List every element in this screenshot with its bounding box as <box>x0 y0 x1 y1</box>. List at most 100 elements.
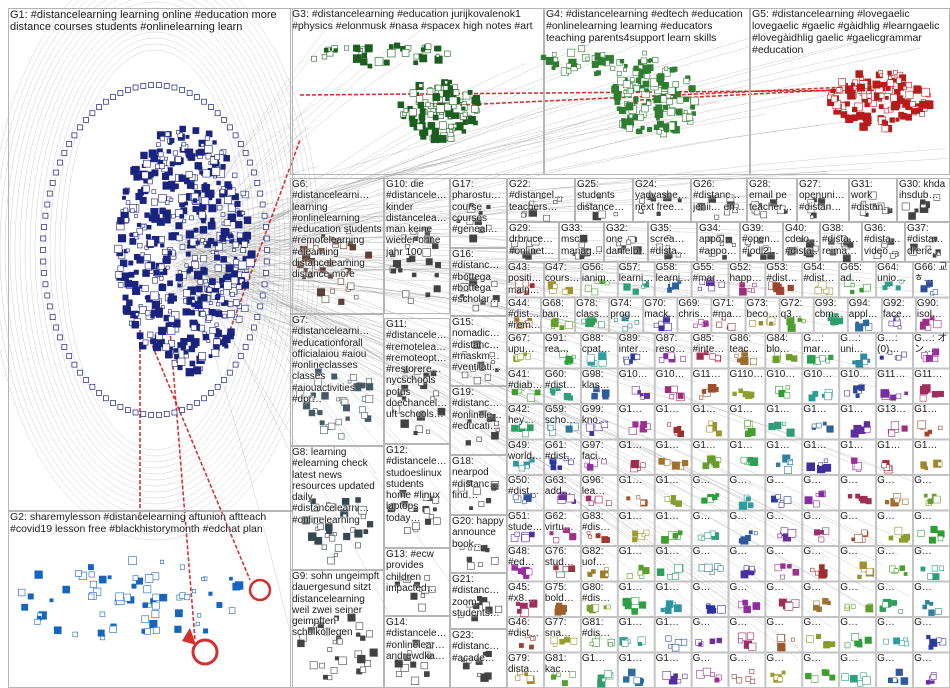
g1-node <box>160 244 164 248</box>
group-g10-node <box>408 298 413 303</box>
edge <box>203 242 911 597</box>
group-g12-node <box>429 514 433 518</box>
g2-node <box>153 627 159 633</box>
group-box-small <box>544 511 580 546</box>
group-g39-node <box>748 253 752 257</box>
group-g24-node <box>638 209 642 213</box>
group-g8-node <box>358 506 366 514</box>
small-group-node <box>938 391 943 396</box>
g1-ring-node <box>202 396 207 401</box>
small-group-node <box>735 354 738 357</box>
g3b-node <box>360 58 367 65</box>
group-box-small <box>655 405 691 440</box>
small-group-node <box>903 499 908 504</box>
g1-ring-node <box>187 91 192 96</box>
small-group-node <box>744 566 749 571</box>
group-g30-node <box>909 212 916 219</box>
g1-node <box>159 264 164 269</box>
group-g9-node <box>339 657 347 665</box>
small-group-node <box>705 532 711 538</box>
small-group-node <box>562 680 567 685</box>
g2-node <box>229 577 232 580</box>
g2-node <box>197 614 201 618</box>
group-g8-node <box>325 523 332 530</box>
g1-ring-node <box>41 236 46 241</box>
small-group-node <box>529 645 533 649</box>
g1-ring-node <box>67 141 72 146</box>
g5-node <box>885 96 888 99</box>
small-group-node <box>517 289 521 293</box>
small-group-node <box>628 669 635 676</box>
g3-node <box>435 85 441 91</box>
group-g14-node <box>404 654 411 661</box>
small-group-node <box>632 608 638 614</box>
g2-node <box>160 594 167 601</box>
small-group-node <box>716 431 721 436</box>
small-group-node <box>769 423 776 430</box>
group-g17-node <box>479 227 484 232</box>
group-g9-node <box>366 631 372 637</box>
group-g8-node <box>335 545 342 552</box>
small-group-node <box>854 425 861 432</box>
small-group-node <box>624 284 631 291</box>
group-g15-node <box>474 377 481 384</box>
small-group-node <box>709 421 713 425</box>
small-group-node <box>663 672 671 680</box>
g1-node <box>152 278 157 283</box>
small-group-node <box>674 674 678 678</box>
small-group-node <box>699 396 702 399</box>
group-g20-node <box>491 557 498 564</box>
group-g8-node <box>325 534 329 538</box>
group-g6-node <box>327 260 333 266</box>
g4-node <box>634 86 640 92</box>
small-group-node <box>589 501 594 506</box>
group-g7-node <box>359 407 365 413</box>
small-group-node <box>622 640 628 646</box>
g3-node <box>426 102 430 106</box>
g3-node <box>410 121 414 125</box>
small-group-node <box>932 391 938 397</box>
group-g28-node <box>752 202 759 209</box>
g1-node <box>118 234 126 242</box>
small-group-node <box>569 533 575 539</box>
small-group-node <box>566 426 572 432</box>
small-group-node <box>894 569 898 573</box>
g3b-node <box>311 56 316 61</box>
small-group-node <box>594 386 598 390</box>
group-box-small <box>544 369 580 404</box>
small-group-node <box>921 567 925 571</box>
small-group-node <box>722 317 725 320</box>
small-group-node <box>567 494 575 502</box>
g1-node <box>153 312 157 316</box>
g3-node <box>468 90 472 94</box>
g1-node <box>148 172 154 178</box>
g1-ring-node <box>149 83 154 88</box>
g5-node <box>857 84 864 91</box>
small-group-node <box>516 280 523 287</box>
small-group-node <box>659 326 664 331</box>
g2-node <box>116 593 124 601</box>
group-g40-node <box>806 250 813 257</box>
small-group-node <box>672 573 678 579</box>
g1-node <box>171 296 177 302</box>
g1-node <box>193 199 197 203</box>
g1-node <box>221 212 225 216</box>
g1-node <box>159 277 163 281</box>
g1-node <box>186 368 194 376</box>
small-group-node <box>920 395 926 401</box>
g2-node <box>73 632 78 637</box>
g5-node <box>834 110 838 114</box>
small-group-node <box>927 574 933 580</box>
g2-node <box>129 557 137 565</box>
small-group-node <box>550 531 553 534</box>
group-g19-node <box>496 428 499 431</box>
g1-ring-node <box>103 396 108 401</box>
group-g28-node <box>770 200 777 207</box>
group-g8-node <box>343 533 350 540</box>
small-group-node <box>805 497 812 504</box>
group-g37-node <box>910 244 917 251</box>
small-group-node <box>812 424 816 428</box>
group-g13-node <box>411 593 417 599</box>
g1-node <box>176 235 182 241</box>
g2-node <box>175 610 182 617</box>
